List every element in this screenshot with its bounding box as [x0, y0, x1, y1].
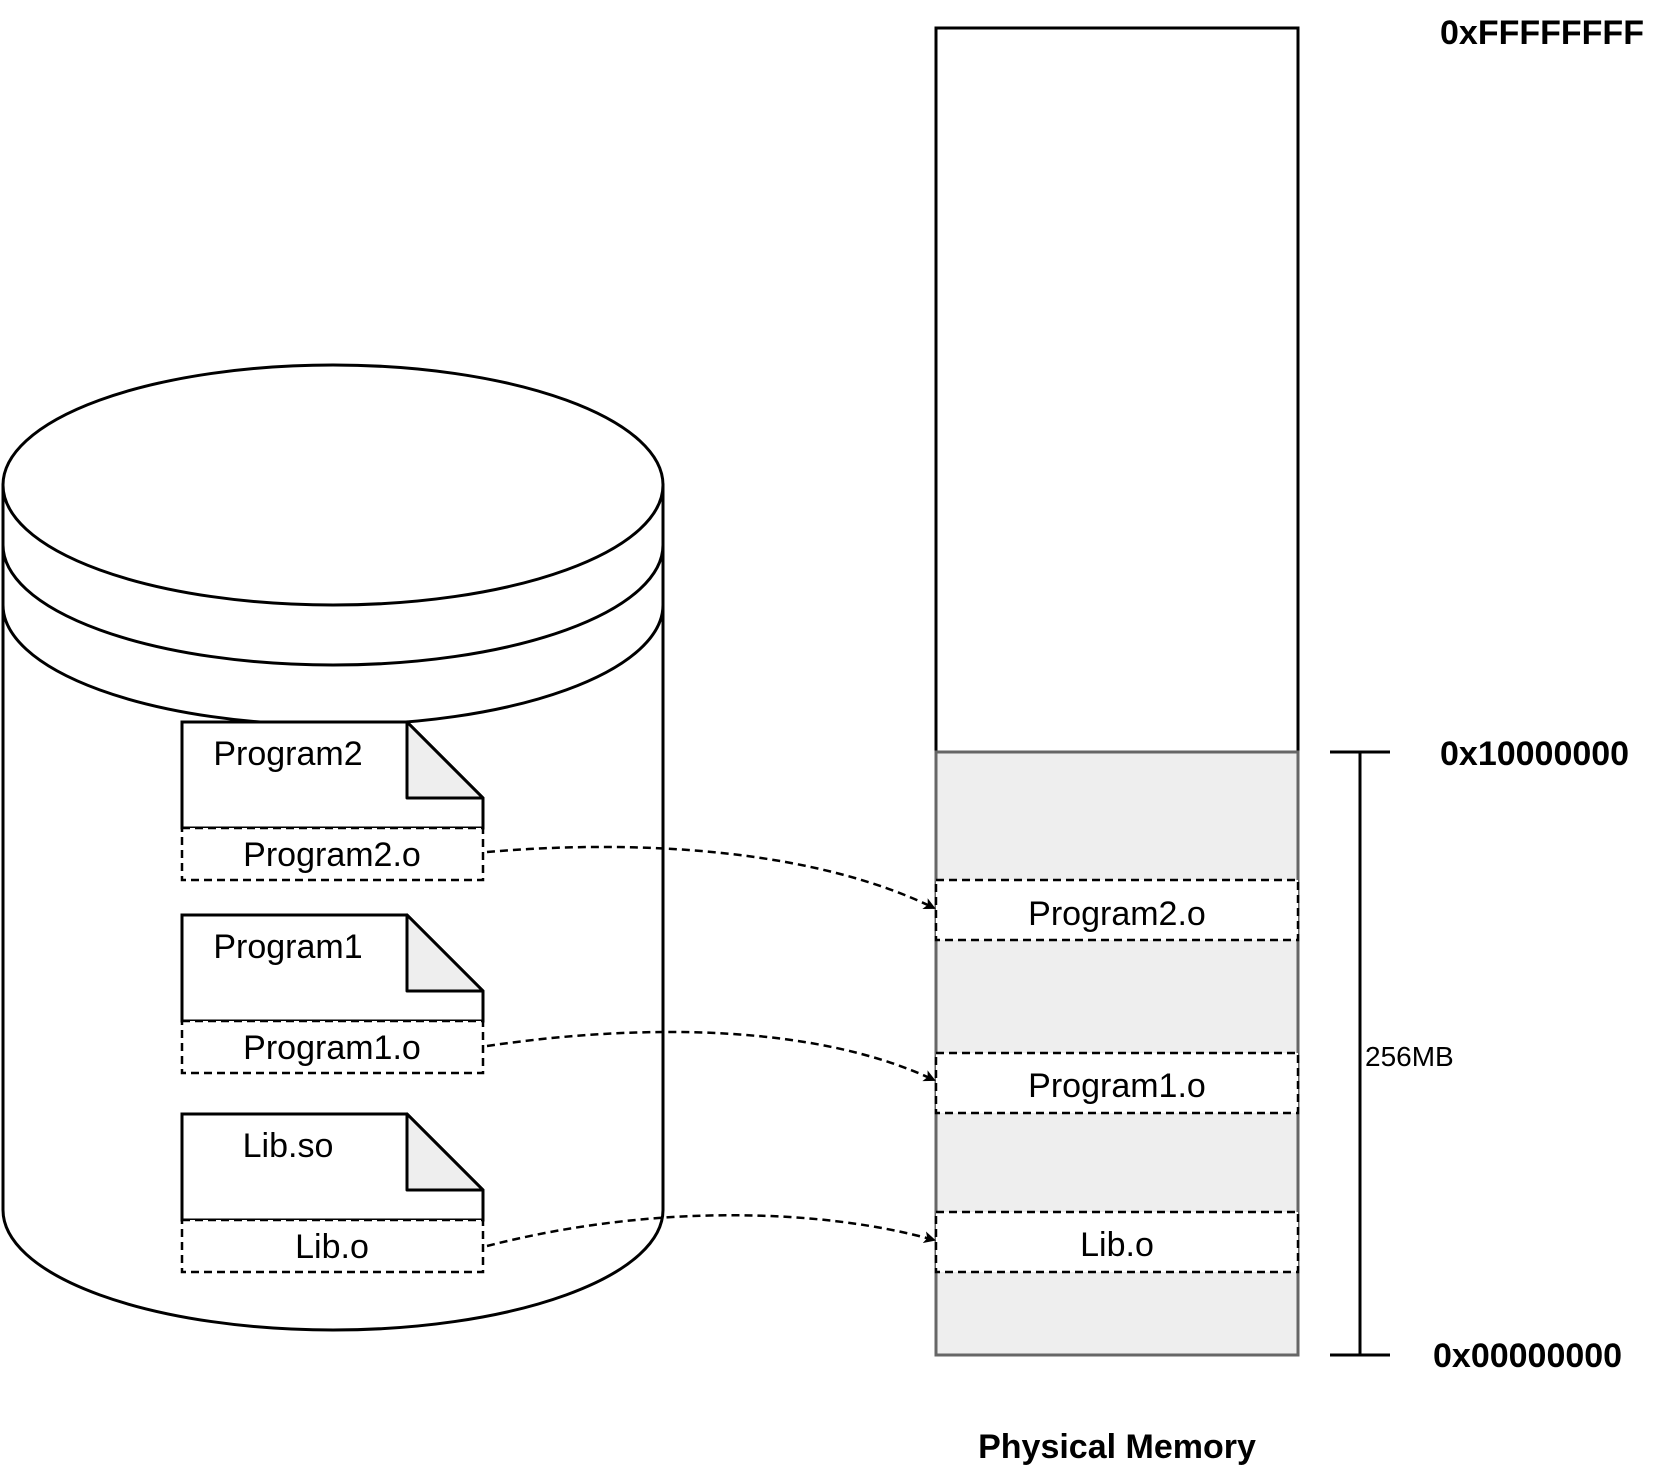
memory-segment-program1	[934, 1051, 1300, 1115]
address-bottom: 0x00000000	[1433, 1337, 1622, 1375]
file-program2[interactable]: Program2 Program2.o	[180, 720, 485, 882]
file-program1[interactable]: Program1 Program1.o	[180, 913, 485, 1075]
object-section	[180, 1019, 485, 1075]
memory-segment-lib	[934, 1210, 1300, 1274]
address-top: 0xFFFFFFFF	[1440, 14, 1644, 52]
file-name-label: Program2	[213, 735, 362, 773]
object-section	[180, 1218, 485, 1274]
physical-memory: Program2.o Program1.o Lib.o	[934, 26, 1300, 1357]
file-libso[interactable]: Lib.so Lib.o	[180, 1112, 485, 1274]
range-label: 256MB	[1365, 1041, 1454, 1072]
memory-upper-region	[934, 26, 1300, 754]
memory-segment-program2	[934, 878, 1300, 942]
memory-title: Physical Memory	[978, 1428, 1256, 1466]
object-label: Lib.o	[295, 1228, 369, 1266]
range-bracket: 256MB	[1330, 750, 1454, 1357]
folded-corner-icon	[405, 1112, 485, 1192]
address-mid: 0x10000000	[1440, 735, 1629, 773]
object-label: Program2.o	[243, 836, 421, 874]
memory-segment-label: Program1.o	[1028, 1067, 1206, 1105]
folded-corner-icon	[405, 913, 485, 993]
object-section	[180, 826, 485, 882]
arrow-program2	[486, 845, 936, 910]
arrow-lib	[486, 1214, 936, 1248]
memory-segment-label: Lib.o	[1080, 1226, 1154, 1264]
file-name-label: Lib.so	[243, 1127, 334, 1165]
load-arrows	[486, 845, 936, 1248]
memory-segment-label: Program2.o	[1028, 895, 1206, 933]
disk-cylinder	[1, 363, 665, 1332]
arrow-program1	[486, 1030, 936, 1082]
folded-corner-icon	[405, 720, 485, 800]
object-label: Program1.o	[243, 1029, 421, 1067]
file-name-label: Program1	[213, 928, 362, 966]
